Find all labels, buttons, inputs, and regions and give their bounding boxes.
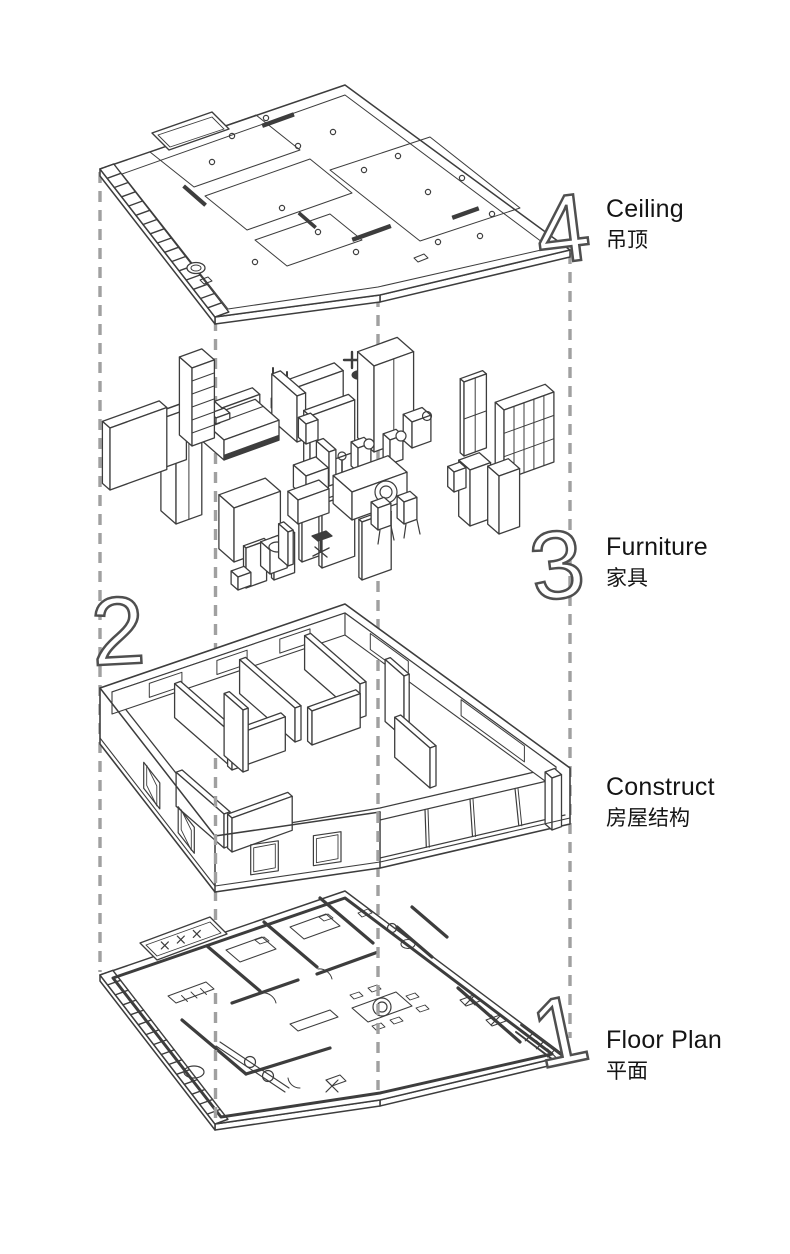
label-construct-zh: 房屋结构 — [606, 807, 690, 830]
label-ceiling: Ceiling 吊顶 — [606, 193, 684, 255]
furniture-layer-art — [101, 336, 555, 591]
label-ceiling-zh: 吊顶 — [606, 229, 648, 252]
label-construct: Construct 房屋结构 — [606, 771, 715, 833]
label-furniture-en: Furniture — [606, 533, 708, 561]
floor-plan-layer-art — [99, 890, 566, 1131]
label-floor-plan-en: Floor Plan — [606, 1026, 722, 1054]
label-ceiling-en: Ceiling — [606, 195, 684, 223]
label-floor-plan: Floor Plan 平面 — [606, 1024, 722, 1086]
diagram-linework — [98, 84, 572, 1131]
layer-number-floor-plan: 1 — [523, 974, 597, 1090]
ceiling-layer-art — [99, 84, 571, 325]
label-floor-plan-zh: 平面 — [606, 1060, 648, 1083]
label-furniture-zh: 家具 — [606, 567, 648, 590]
construct-layer-art — [99, 603, 571, 893]
label-construct-en: Construct — [606, 773, 715, 801]
layer-number-ceiling: 4 — [530, 173, 596, 286]
layer-number-furniture: 3 — [524, 509, 590, 622]
label-furniture: Furniture 家具 — [606, 531, 708, 593]
layer-number-construct: 2 — [89, 577, 148, 687]
